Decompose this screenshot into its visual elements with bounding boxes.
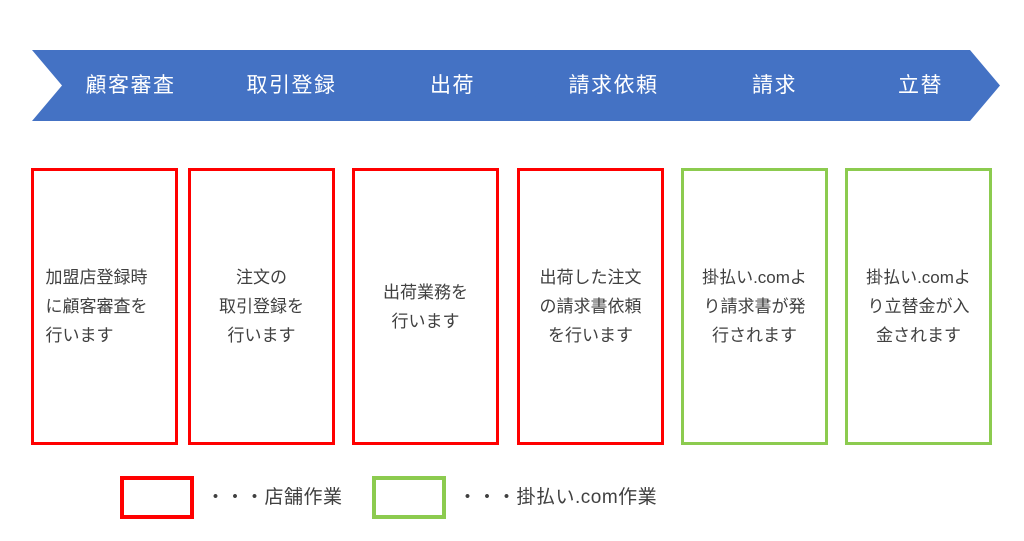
step-detail-text: 注文の 取引登録を 行います xyxy=(219,268,304,345)
step-detail-text: 掛払い.comより立替金が入金されます xyxy=(866,268,971,345)
step-detail-text: 出荷した注文の請求書依頼を行います xyxy=(539,268,642,345)
legend-label-service: ・・・掛払い.com作業 xyxy=(458,487,658,508)
step-detail-text: 出荷業務を 行います xyxy=(383,282,468,331)
process-flow-banner: 顧客審査 取引登録 出荷 請求依頼 請求 立替 xyxy=(0,0,1024,150)
legend-item-service: ・・・掛払い.com作業 xyxy=(372,476,657,519)
process-step-label: 顧客審査 xyxy=(85,74,176,97)
process-step-1[interactable]: 顧客審査 xyxy=(32,50,225,121)
process-step-label: 請求 xyxy=(752,74,797,97)
step-detail-box-2[interactable]: 注文の 取引登録を 行います xyxy=(188,168,335,445)
legend-swatch-red xyxy=(120,476,194,519)
process-step-4[interactable]: 請求依頼 xyxy=(515,50,708,121)
step-detail-text: 加盟店登録時に顧客審査を行います xyxy=(45,268,148,345)
process-step-5[interactable]: 請求 xyxy=(676,50,869,121)
step-detail-text: 掛払い.comより請求書が発行されます xyxy=(702,268,807,345)
process-step-2[interactable]: 取引登録 xyxy=(193,50,386,121)
process-step-3[interactable]: 出荷 xyxy=(354,50,547,121)
process-step-label: 請求依頼 xyxy=(568,74,659,97)
step-detail-box-6[interactable]: 掛払い.comより立替金が入金されます xyxy=(845,168,992,445)
step-detail-box-3[interactable]: 出荷業務を 行います xyxy=(352,168,499,445)
legend: ・・・店舗作業 ・・・掛払い.com作業 xyxy=(0,470,1024,530)
process-step-label: 立替 xyxy=(898,74,943,97)
legend-item-store: ・・・店舗作業 xyxy=(120,476,343,519)
step-detail-box-5[interactable]: 掛払い.comより請求書が発行されます xyxy=(681,168,828,445)
legend-swatch-green xyxy=(372,476,446,519)
legend-label-store: ・・・店舗作業 xyxy=(206,487,343,508)
process-step-label: 取引登録 xyxy=(246,74,337,97)
step-detail-box-4[interactable]: 出荷した注文の請求書依頼を行います xyxy=(517,168,664,445)
step-detail-box-1[interactable]: 加盟店登録時に顧客審査を行います xyxy=(31,168,178,445)
process-step-label: 出荷 xyxy=(430,74,475,97)
